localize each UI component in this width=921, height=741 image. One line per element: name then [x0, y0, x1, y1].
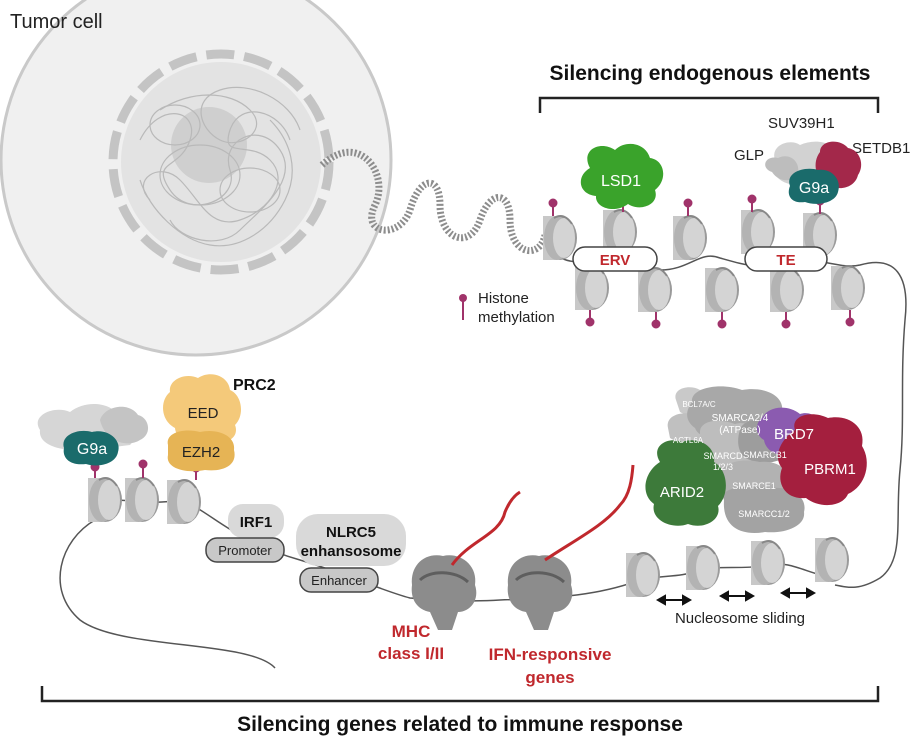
mhc-line2: class I/II: [378, 644, 444, 663]
bcl7-label: BCL7A/C: [682, 400, 716, 409]
glp-label: GLP: [734, 147, 764, 164]
ifn-line1: IFN-responsive: [489, 645, 612, 664]
nucleosome: [124, 477, 160, 523]
cell-label: Tumor cell: [10, 11, 103, 33]
top-bracket: [538, 96, 880, 113]
smarcc-label: SMARCC1/2: [738, 509, 790, 519]
suv39h1-label: SUV39H1: [768, 115, 835, 132]
nucleosome: [704, 267, 740, 313]
nucleosome: [750, 540, 786, 586]
eed-label: EED: [188, 405, 219, 422]
enhancer-label: Enhancer: [311, 573, 367, 588]
chromatin-fiber: [319, 148, 549, 255]
legend-line2: methylation: [478, 309, 555, 326]
ezh2-label: EZH2: [182, 444, 220, 461]
arid2-label: ARID2: [660, 484, 704, 501]
top-hmt-complex: G9a: [765, 141, 862, 204]
g9a-left-label: G9a: [77, 441, 107, 458]
lsd1-protein: LSD1: [580, 143, 664, 210]
atpase-label: (ATPase): [719, 425, 761, 436]
smarcb1-label: SMARCB1: [743, 450, 787, 460]
nlrc5-line1: NLRC5: [326, 524, 376, 541]
sliding-arrows: [655, 587, 817, 606]
brd7-label: BRD7: [774, 426, 814, 443]
nlrc5-enhansosome: NLRC5 enhansosome: [296, 514, 406, 566]
methyl-marks-top: [548, 194, 855, 329]
setdb1-label: SETDB1: [852, 140, 910, 157]
irf1-label: IRF1: [240, 514, 273, 531]
prc2-complex: EED EZH2: [163, 374, 242, 472]
nucleosome: [637, 267, 673, 313]
erv-label: ERV: [600, 252, 631, 269]
methylation-legend: Histone methylation: [459, 290, 555, 326]
te-label: TE: [776, 252, 795, 269]
legend-line1: Histone: [478, 290, 529, 307]
mhc-line1: MHC: [392, 622, 431, 641]
promoter-label: Promoter: [218, 543, 272, 558]
nucleosome: [625, 552, 661, 598]
tumor-cell: [0, 0, 393, 357]
nucleosome: [87, 477, 123, 523]
smarca-label: SMARCA2/4: [712, 413, 769, 424]
pbrm1-label: PBRM1: [804, 461, 856, 478]
nucleosome: [166, 479, 202, 525]
top-title: Silencing endogenous elements: [550, 62, 871, 85]
swisnf-complex: BCL7A/C SMARCA2/4 (ATPase) ACTL6A SMARCD…: [645, 386, 867, 533]
actl6a-label: ACTL6A: [673, 436, 704, 445]
prc2-label: PRC2: [233, 377, 276, 394]
nucleosome: [769, 267, 805, 313]
nucleosome: [814, 537, 850, 583]
erv-element: ERV: [572, 246, 658, 272]
nucleosome: [672, 215, 708, 261]
nucleosome: [542, 215, 578, 261]
ifn-line2: genes: [525, 668, 574, 687]
g9a-top-label: G9a: [799, 180, 829, 197]
te-element: TE: [744, 246, 828, 272]
nucleosome: [830, 265, 866, 311]
sliding-label: Nucleosome sliding: [675, 610, 805, 627]
ifn-transcription-complex: [507, 464, 635, 630]
nucleosome: [574, 265, 610, 311]
ifn-label: IFN-responsive genes: [489, 645, 612, 687]
nlrc5-line2: enhansosome: [301, 543, 402, 560]
bottom-title: Silencing genes related to immune respon…: [237, 713, 683, 736]
nucleosome: [685, 545, 721, 591]
smarce1-label: SMARCE1: [732, 481, 776, 491]
mhc-transcription-complex: [411, 490, 521, 630]
irf1-protein: IRF1: [228, 504, 284, 538]
mhc-label: MHC class I/II: [378, 622, 444, 663]
smarcd-label: SMARCD: [703, 451, 743, 461]
enhancer-element: Enhancer: [299, 567, 379, 593]
left-g9a-complex: G9a: [37, 404, 149, 466]
bottom-bracket: [40, 686, 880, 703]
lsd1-label: LSD1: [601, 173, 641, 190]
promoter-element: Promoter: [205, 537, 285, 563]
smarcd-sub-label: 1/2/3: [713, 462, 733, 472]
